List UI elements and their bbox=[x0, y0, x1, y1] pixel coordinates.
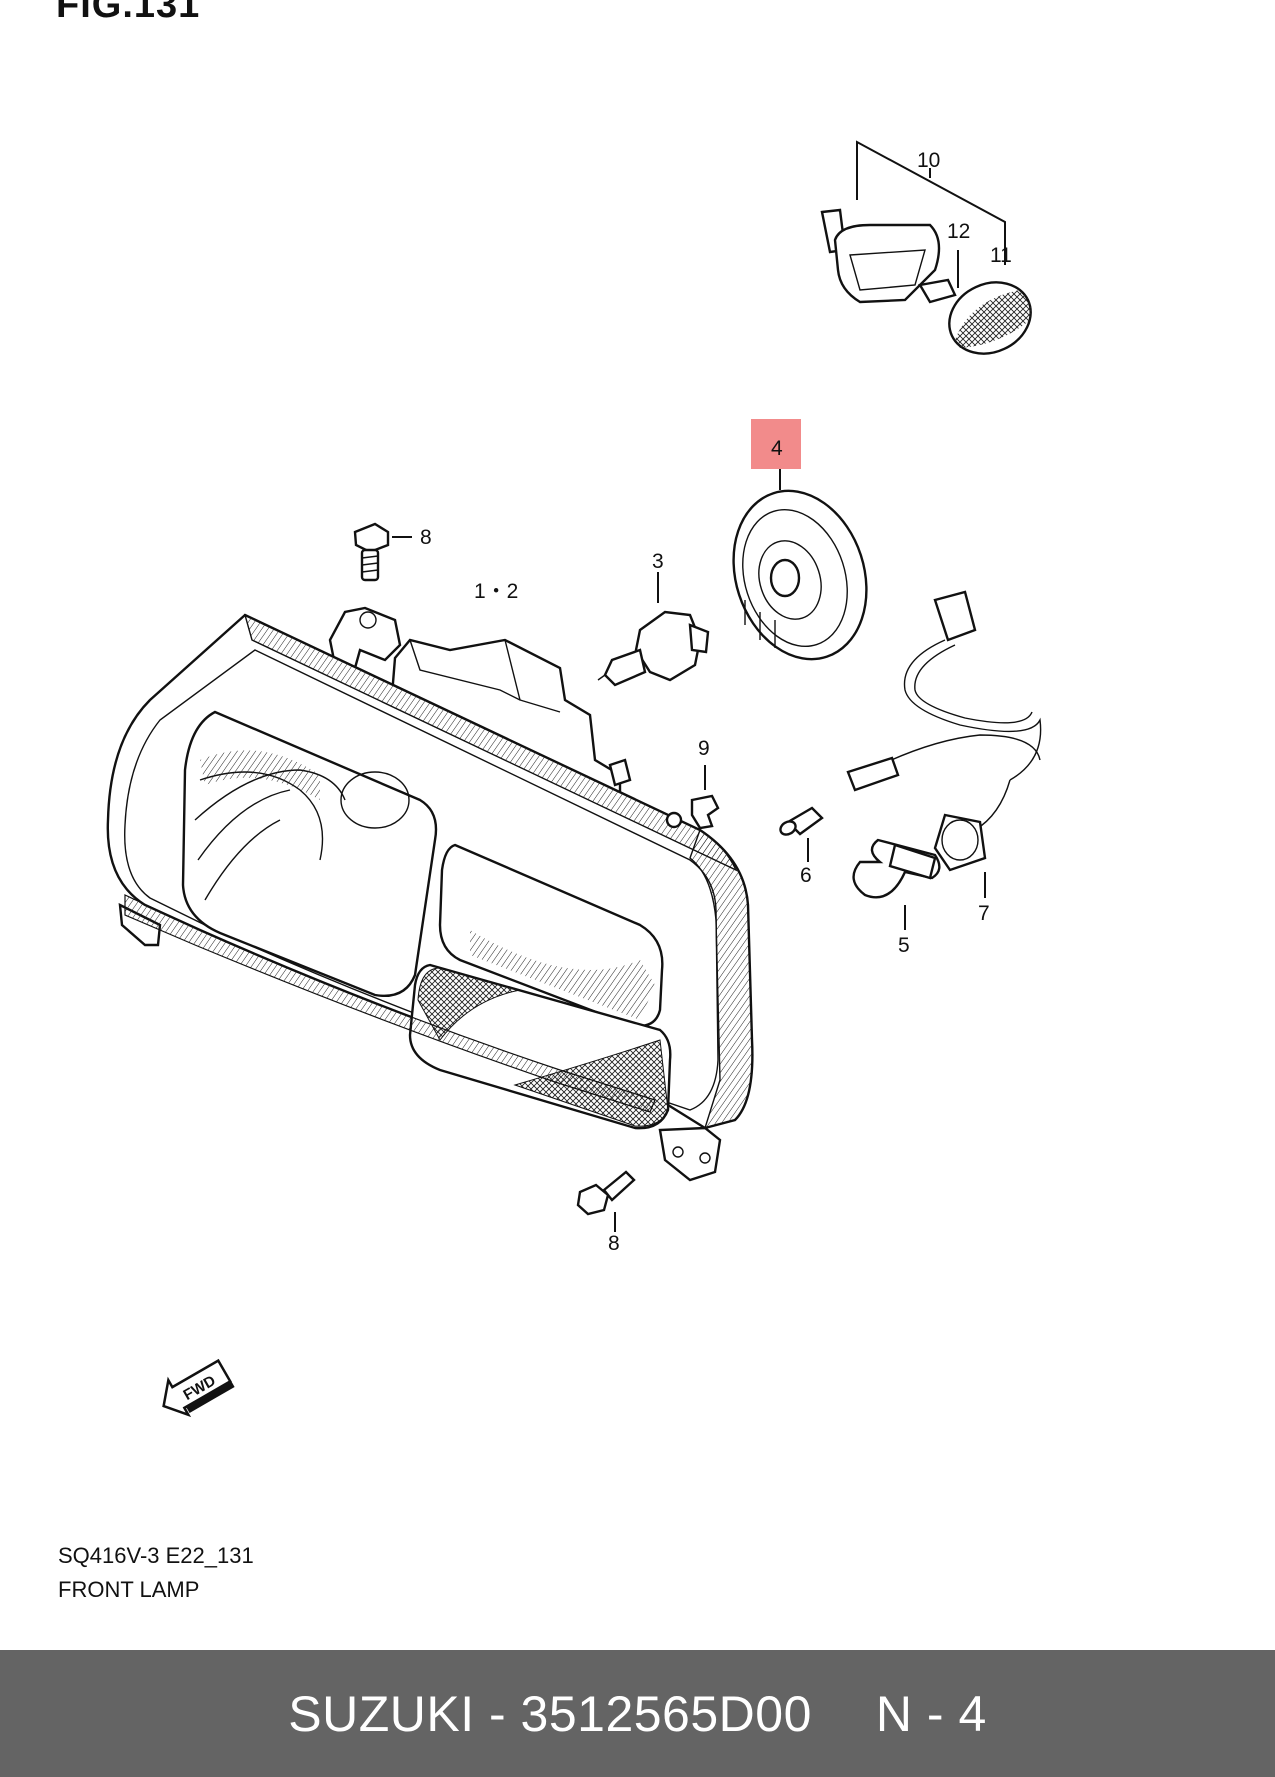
footer-reference: N - 4 bbox=[875, 1685, 987, 1742]
callout-9: 9 bbox=[698, 737, 710, 760]
clip bbox=[690, 765, 720, 830]
callout-4: 4 bbox=[771, 437, 783, 460]
callout-8-bottom: 8 bbox=[608, 1232, 620, 1255]
bolt-bottom bbox=[576, 1170, 636, 1232]
callout-5: 5 bbox=[898, 934, 910, 957]
headlamp-bulb bbox=[597, 572, 710, 687]
diagram-name: FRONT LAMP bbox=[58, 1577, 200, 1602]
diagram-code: SQ416V-3 E22_131 bbox=[58, 1543, 254, 1568]
callout-3: 3 bbox=[652, 550, 664, 573]
callout-7: 7 bbox=[978, 902, 990, 925]
figure-title: FIG.131 bbox=[56, 0, 201, 26]
callout-highlight bbox=[751, 419, 801, 469]
bolt-top bbox=[353, 522, 412, 582]
side-marker-assembly bbox=[820, 140, 1032, 355]
callout-8-top: 8 bbox=[420, 526, 432, 549]
headlamp-assembly bbox=[106, 606, 754, 1182]
parts-diagram: 1・2 3 4 5 6 7 8 8 9 10 11 12 FWD bbox=[106, 140, 1042, 1418]
fwd-arrow-icon: FWD bbox=[162, 1358, 235, 1418]
small-bulb bbox=[779, 806, 824, 862]
turn-signal-bulb bbox=[852, 838, 941, 930]
socket-cover bbox=[732, 465, 868, 661]
callout-10: 10 bbox=[917, 149, 940, 172]
callout-6: 6 bbox=[800, 864, 812, 887]
callout-11: 11 bbox=[990, 244, 1012, 267]
callout-1-2: 1・2 bbox=[474, 580, 518, 603]
harness-assembly bbox=[846, 590, 1042, 898]
footer-bar: SUZUKI - 3512565D00 N - 4 bbox=[0, 1650, 1275, 1777]
footer-part-number: SUZUKI - 3512565D00 bbox=[288, 1685, 812, 1742]
callout-12: 12 bbox=[947, 220, 970, 243]
